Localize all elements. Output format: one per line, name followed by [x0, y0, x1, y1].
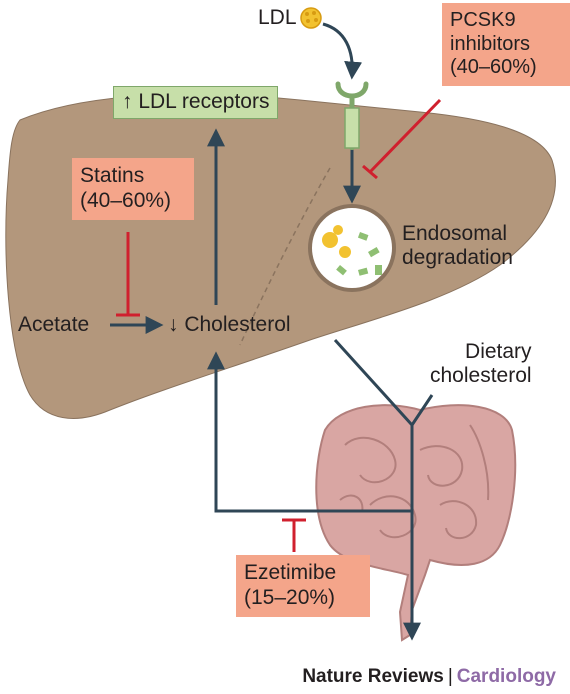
- journal-name: Cardiology: [456, 666, 556, 687]
- cholesterol-label: ↓ Cholesterol: [168, 313, 291, 336]
- liver-lobe-line: [239, 167, 331, 346]
- dietary-line2: cholesterol: [430, 364, 532, 388]
- pcsk9-box: PCSK9 inhibitors (40–60%): [442, 3, 570, 86]
- journal-credit: Nature Reviews|Cardiology: [302, 666, 556, 688]
- dietary-cholesterol-label: Dietary cholesterol: [430, 340, 532, 388]
- absorption-arrow: [207, 351, 412, 513]
- acetate-label: Acetate: [18, 313, 90, 336]
- statins-name: Statins: [80, 164, 145, 187]
- endosomal-label: Endosomal degradation: [402, 222, 513, 270]
- credit-separator: |: [447, 666, 453, 687]
- ldl-receptors-box: ↑ LDL receptors: [113, 86, 279, 119]
- statins-box: Statins (40–60%): [72, 158, 194, 220]
- ezetimibe-box: Ezetimibe (15–20%): [236, 555, 370, 617]
- pcsk9-inhibit-bar: [362, 164, 378, 180]
- pcsk9-name-line2: inhibitors: [450, 32, 531, 55]
- ldl-label: LDL: [258, 6, 297, 29]
- cholesterol-excretion-line: [333, 338, 414, 427]
- pcsk9-inhibit-line: [368, 98, 442, 174]
- dietary-line: [410, 394, 434, 426]
- publisher-name: Nature Reviews: [302, 666, 444, 687]
- pcsk9-name-line1: PCSK9: [450, 9, 516, 31]
- endosomal-line1: Endosomal: [402, 222, 508, 245]
- pcsk9-range: (40–60%): [450, 56, 537, 79]
- ldl-uptake-arrow: [322, 22, 363, 80]
- endosome: [308, 204, 396, 292]
- ezetimibe-name: Ezetimibe: [244, 561, 337, 584]
- ezetimibe-range: (15–20%): [244, 585, 336, 609]
- intestine-shape: [315, 404, 517, 642]
- dietary-line1: Dietary: [465, 340, 532, 363]
- endosomal-line2: degradation: [402, 246, 513, 270]
- ldl-particle: [300, 7, 322, 29]
- statins-range: (40–60%): [80, 188, 172, 212]
